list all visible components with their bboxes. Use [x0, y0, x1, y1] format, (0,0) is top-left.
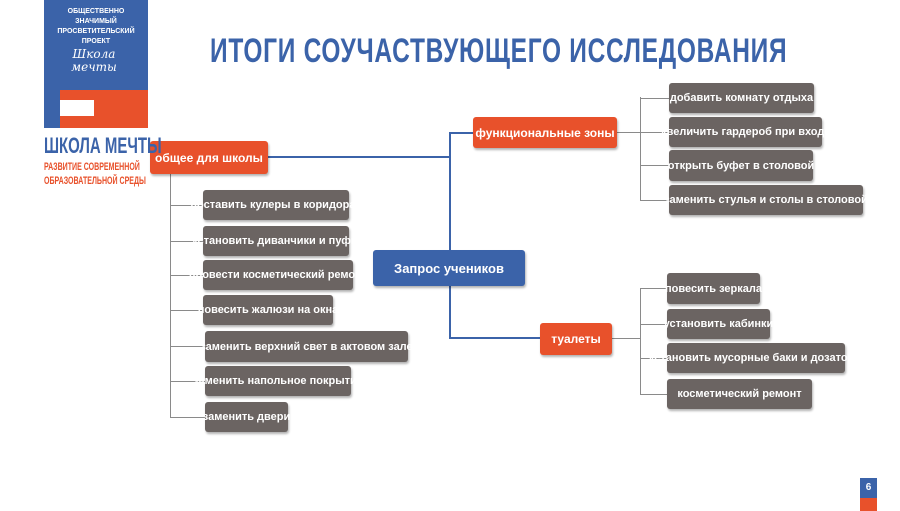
- connector: [170, 241, 203, 242]
- logo-building-white: [60, 100, 94, 116]
- connector: [449, 132, 473, 134]
- logo-sub-1: РАЗВИТИЕ СОВРЕМЕННОЙ: [44, 161, 140, 173]
- zones-item: добавить комнату отдыха: [669, 83, 814, 113]
- connector: [640, 200, 669, 201]
- connector: [170, 205, 203, 206]
- connector: [640, 165, 669, 166]
- connector: [170, 310, 203, 311]
- branch-zones: функциональные зоны: [473, 117, 617, 148]
- school-item: заменить напольное покрытие: [193, 366, 363, 396]
- page-number: 6: [860, 478, 877, 498]
- page-accent: [860, 498, 877, 511]
- school-item: заменить верхний свет в актовом зале: [200, 331, 413, 362]
- zones-item: открыть буфет в столовой: [668, 150, 814, 181]
- connector: [617, 132, 640, 133]
- logo-line-2: ПРОСВЕТИТЕЛЬСКИЙ ПРОЕКТ: [57, 28, 135, 45]
- connector: [640, 358, 667, 359]
- connector: [170, 381, 205, 382]
- logo-top-text: ОБЩЕСТВЕННО ЗНАЧИМЫЙ ПРОСВЕТИТЕЛЬСКИЙ ПР…: [48, 7, 144, 47]
- connector: [268, 156, 450, 158]
- toilets-item: установить мусорные баки и дозаторы: [648, 343, 864, 373]
- logo-subtitle: РАЗВИТИЕ СОВРЕМЕННОЙ ОБРАЗОВАТЕЛЬНОЙ СРЕ…: [44, 160, 146, 188]
- page-title: ИТОГИ СОУЧАСТВУЮЩЕГО ИССЛЕДОВАНИЯ: [210, 32, 788, 70]
- zones-item: заменить стулья и столы в столовой: [664, 185, 868, 215]
- zones-item: увеличить гардероб при входе: [661, 117, 830, 147]
- center-node: Запрос учеников: [373, 250, 525, 286]
- school-item: установить диванчики и пуфы: [192, 226, 360, 256]
- school-item: поставить кулеры в коридорах: [190, 190, 362, 220]
- logo-name: ШКОЛА МЕЧТЫ: [44, 133, 162, 158]
- logo-sub-2: ОБРАЗОВАТЕЛЬНОЙ СРЕДЫ: [44, 175, 146, 187]
- connector: [640, 98, 669, 99]
- connector: [170, 346, 205, 347]
- logo-line-1: ОБЩЕСТВЕННО ЗНАЧИМЫЙ: [67, 8, 125, 25]
- toilets-item: повесить зеркала: [665, 273, 762, 304]
- school-item: провести косметический ремонт: [189, 260, 367, 290]
- connector: [640, 97, 641, 201]
- branch-school: общее для школы: [150, 141, 268, 174]
- toilets-item: косметический ремонт: [667, 379, 812, 409]
- connector: [449, 132, 451, 339]
- connector: [640, 288, 667, 289]
- connector: [170, 417, 205, 418]
- school-item: заменить двери: [203, 402, 290, 432]
- school-item: повесить жалюзи на окна: [198, 295, 338, 325]
- connector: [449, 337, 540, 339]
- connector: [170, 275, 203, 276]
- toilets-item: установить кабинки: [664, 309, 773, 339]
- connector: [640, 288, 641, 395]
- connector: [170, 174, 171, 418]
- connector: [640, 394, 667, 395]
- branch-toilets: туалеты: [540, 323, 612, 355]
- connector: [640, 324, 667, 325]
- connector: [612, 338, 640, 339]
- connector: [640, 132, 669, 133]
- logo-script: Школа мечты: [71, 47, 117, 74]
